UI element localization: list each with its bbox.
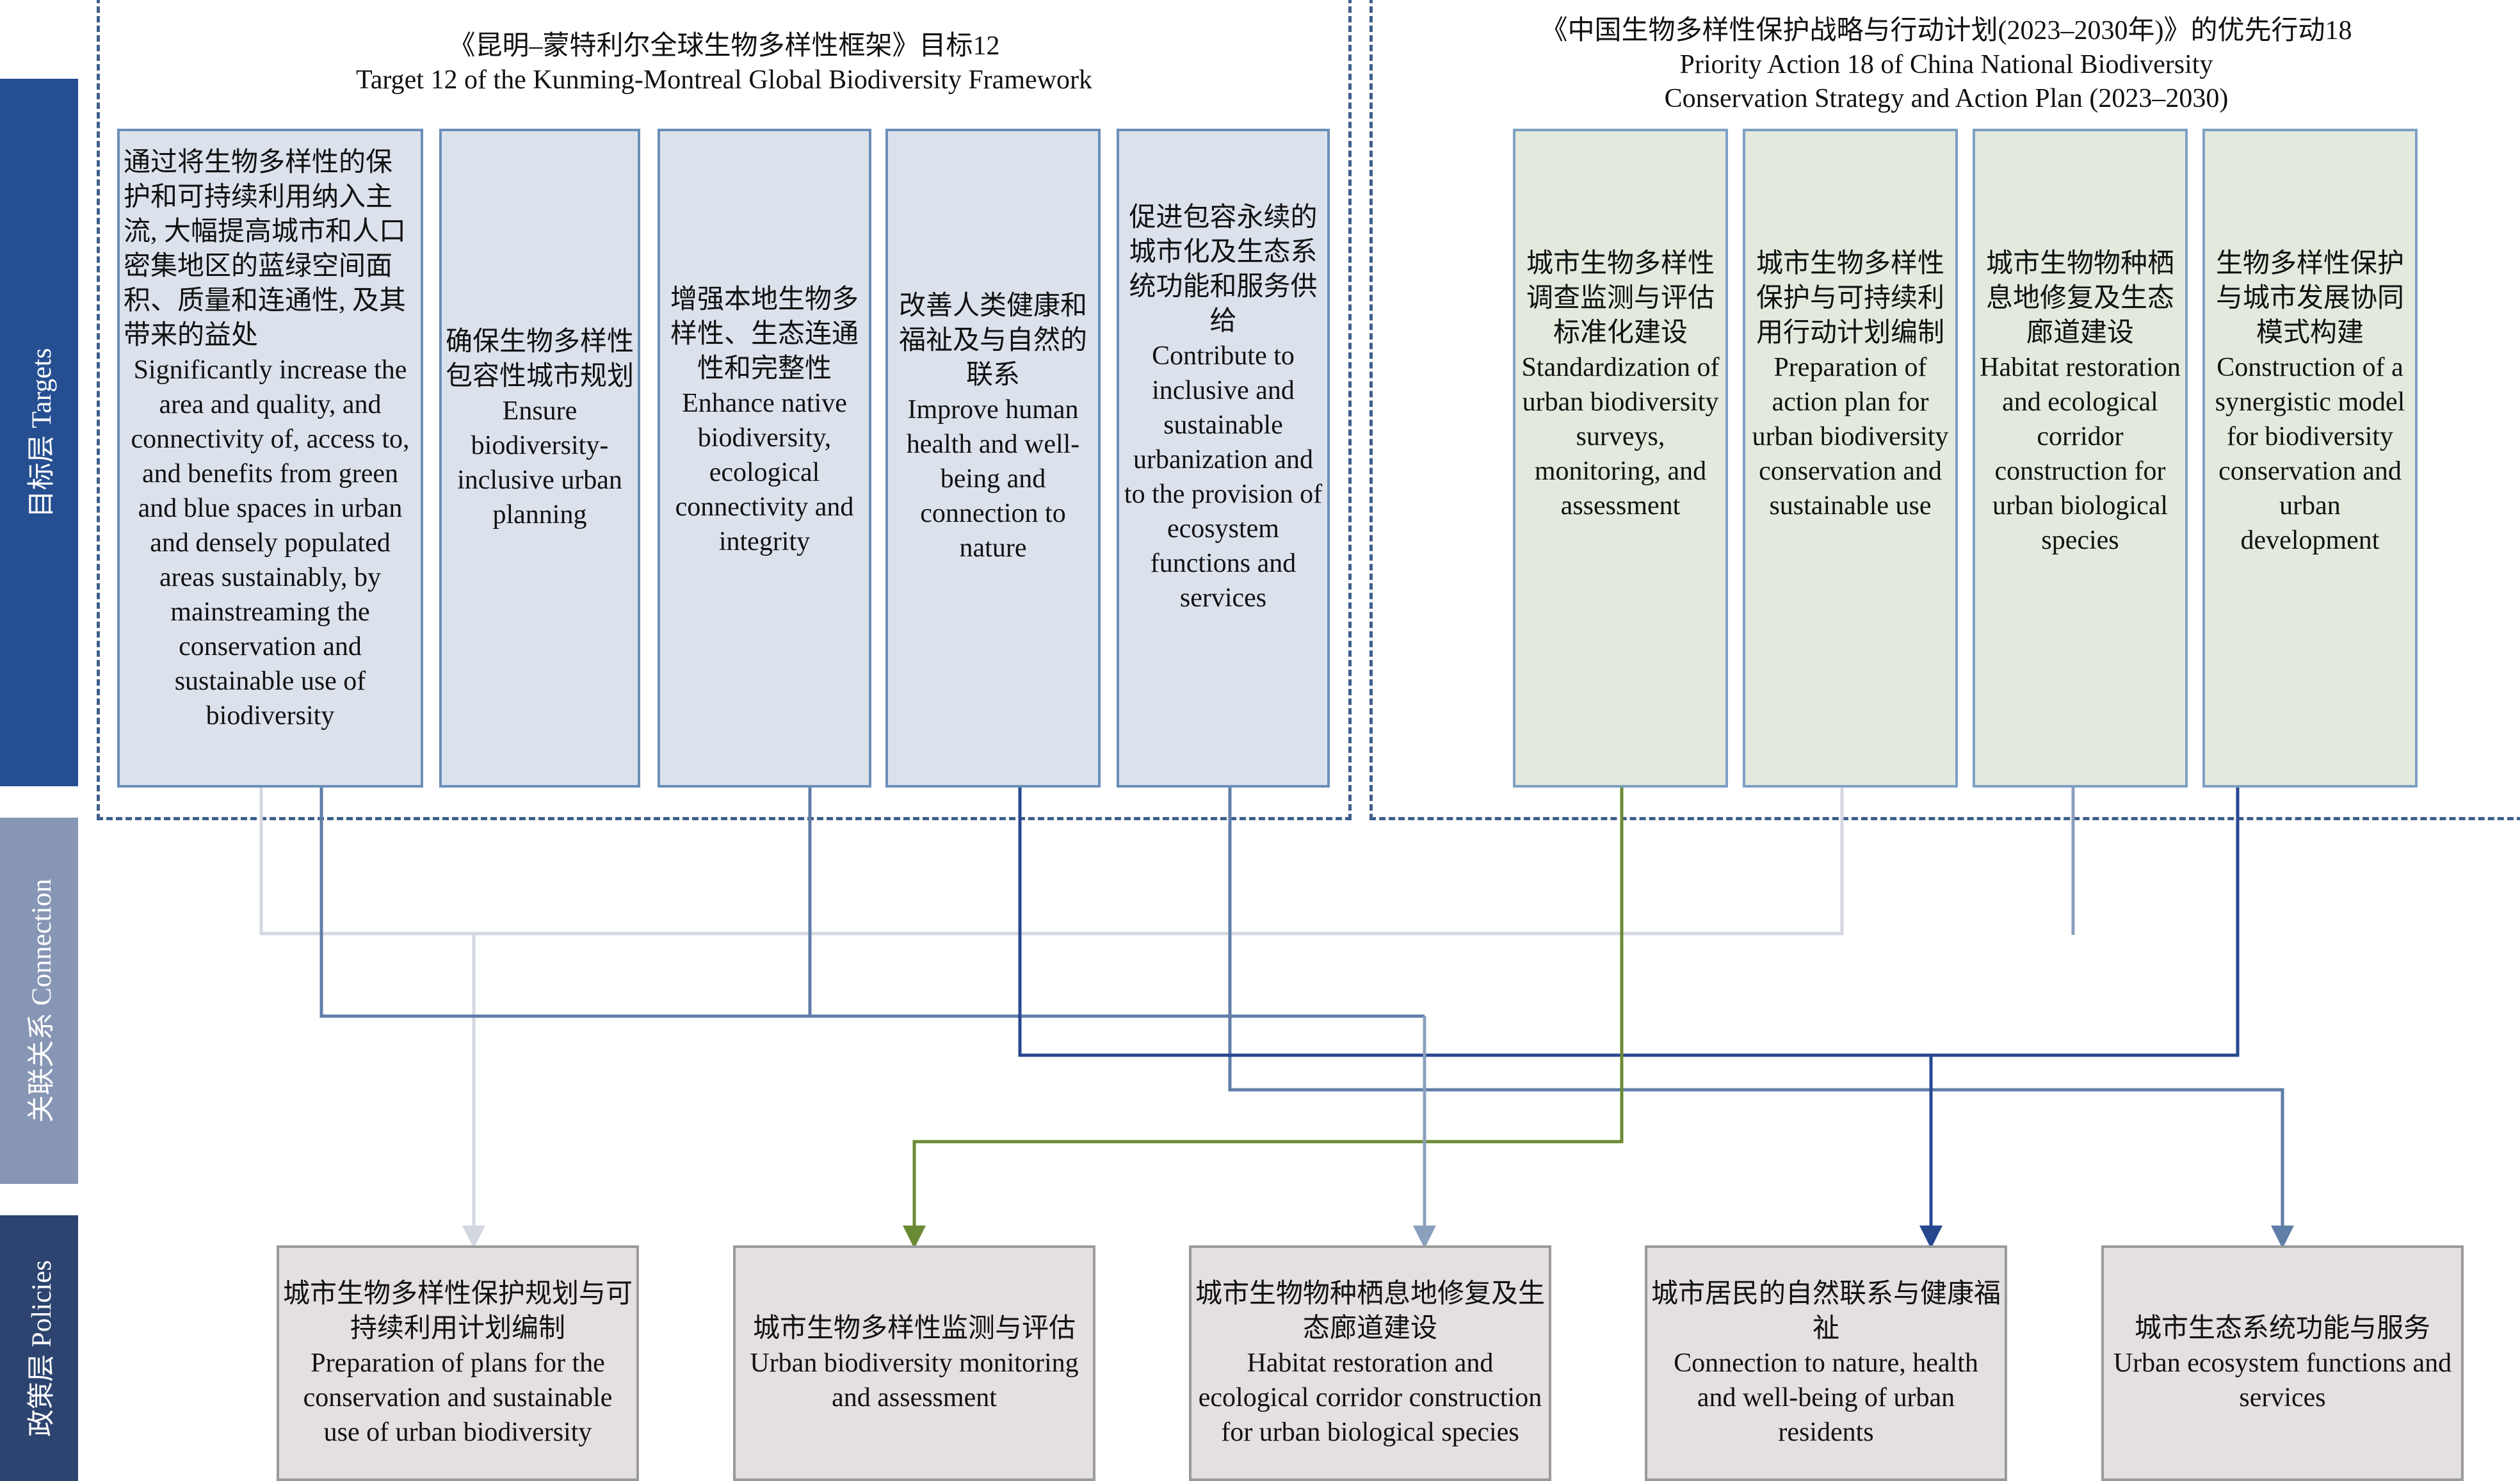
policy-1-en: Preparation of plans for the conservatio… xyxy=(303,1348,613,1447)
gbf-target-2-cn: 确保生物多样性包容性城市规划 xyxy=(446,327,634,391)
gbf-title-en: Target 12 of the Kunming-Montreal Global… xyxy=(356,65,1092,95)
gbf-target-5-en: Contribute to inclusive and sustainable … xyxy=(1124,341,1323,613)
nbsap-title-en-line2: Conservation Strategy and Action Plan (2… xyxy=(1664,84,2229,113)
nbsap-heading: 《中国生物多样性保护战略与行动计划(2023–2030年)》的优先行动18 Pr… xyxy=(1377,14,2516,116)
nbsap-action-3-en: Habitat restoration and ecological corri… xyxy=(1980,353,2181,555)
nbsap-action-1-cn: 城市生物多样性调查监测与评估标准化建设 xyxy=(1526,249,1715,348)
policy-box-3: 城市生物物种栖息地修复及生态廊道建设 Habitat restoration a… xyxy=(1189,1245,1551,1481)
arrowhead-grey-blue-p3 xyxy=(1413,1226,1436,1249)
policy-box-5: 城市生态系统功能与服务 Urban ecosystem functions an… xyxy=(2101,1245,2464,1481)
gbf-target-3-en: Enhance native biodiversity, ecological … xyxy=(675,389,854,556)
policy-2-en: Urban biodiversity monitoring and assess… xyxy=(750,1348,1079,1412)
policy-5-cn: 城市生态系统功能与服务 xyxy=(2134,1314,2430,1343)
gbf-target-3-cn: 增强本地生物多样性、生态连通性和完整性 xyxy=(670,285,859,384)
side-label-targets: 目标层 Targets xyxy=(0,79,78,786)
nbsap-title-en-line1: Priority Action 18 of China National Bio… xyxy=(1679,50,2213,79)
connection-line-navy xyxy=(1018,786,2240,1057)
policy-box-2: 城市生物多样性监测与评估 Urban biodiversity monitori… xyxy=(733,1245,1095,1481)
policy-4-cn: 城市居民的自然联系与健康福祉 xyxy=(1651,1279,2001,1343)
arrowhead-steel-p5 xyxy=(2271,1226,2294,1249)
nbsap-action-group xyxy=(1369,0,2520,820)
gbf-target-box-3: 增强本地生物多样性、生态连通性和完整性 Enhance native biodi… xyxy=(658,129,871,788)
connection-line-light xyxy=(259,786,1844,935)
nbsap-action-4-en: Construction of a synergistic model for … xyxy=(2215,353,2405,555)
gbf-target-5-cn: 促进包容永续的城市化及生态系统功能和服务供给 xyxy=(1129,203,1318,336)
gbf-target-1-en: Significantly increase the area and qual… xyxy=(131,355,410,731)
gbf-target-box-1: 通过将生物多样性的保护和可持续利用纳入主流, 大幅提高城市和人口密集地区的蓝绿空… xyxy=(117,129,423,788)
nbsap-action-2-en: Preparation of action plan for urban bio… xyxy=(1752,353,1949,521)
nbsap-title-cn: 《中国生物多样性保护战略与行动计划(2023–2030年)》的优先行动18 xyxy=(1540,16,2352,45)
nbsap-action-3-cn: 城市生物物种栖息地修复及生态廊道建设 xyxy=(1985,249,2174,348)
gbf-heading: 《昆明–蒙特利尔全球生物多样性框架》目标12 Target 12 of the … xyxy=(102,29,1346,97)
nbsap-action-box-4: 生物多样性保护与城市发展协同模式构建 Construction of a syn… xyxy=(2202,129,2418,788)
gbf-target-1-cn: 通过将生物多样性的保护和可持续利用纳入主流, 大幅提高城市和人口密集地区的蓝绿空… xyxy=(124,148,407,350)
side-label-policies: 政策层 Policies xyxy=(0,1215,78,1481)
arrowhead-green-p2 xyxy=(903,1226,926,1249)
arrowhead-navy-p4 xyxy=(1919,1226,1942,1249)
policy-1-cn: 城市生物多样性保护规划与可持续利用计划编制 xyxy=(283,1279,633,1343)
policy-box-1: 城市生物多样性保护规划与可持续利用计划编制 Preparation of pla… xyxy=(277,1245,639,1481)
gbf-target-box-4: 改善人类健康和福祉及与自然的联系 Improve human health an… xyxy=(885,129,1101,788)
policy-5-en: Urban ecosystem functions and services xyxy=(2113,1348,2452,1412)
nbsap-action-box-3: 城市生物物种栖息地修复及生态廊道建设 Habitat restoration a… xyxy=(1973,129,2188,788)
arrowhead-light xyxy=(462,1226,485,1249)
policy-2-cn: 城市生物多样性监测与评估 xyxy=(752,1314,1076,1343)
gbf-target-box-2: 确保生物多样性包容性城市规划 Ensure biodiversity-inclu… xyxy=(439,129,640,788)
nbsap-action-box-2: 城市生物多样性保护与可持续利用行动计划编制 Preparation of act… xyxy=(1743,129,1958,788)
nbsap-action-4-cn: 生物多样性保护与城市发展协同模式构建 xyxy=(2215,249,2404,348)
gbf-title-cn: 《昆明–蒙特利尔全球生物多样性框架》目标12 xyxy=(448,31,1000,61)
connection-line-steel xyxy=(319,786,1425,1018)
policy-box-4: 城市居民的自然联系与健康福祉 Connection to nature, hea… xyxy=(1645,1245,2007,1481)
nbsap-action-1-en: Standardization of urban biodiversity su… xyxy=(1521,353,1720,521)
connection-line-steel-b5 xyxy=(1228,786,2284,1228)
nbsap-action-box-1: 城市生物多样性调查监测与评估标准化建设 Standardization of u… xyxy=(1513,129,1728,788)
policy-4-en: Connection to nature, health and well-be… xyxy=(1674,1348,1978,1447)
nbsap-action-2-cn: 城市生物多样性保护与可持续利用行动计划编制 xyxy=(1756,249,1944,348)
gbf-target-4-cn: 改善人类健康和福祉及与自然的联系 xyxy=(898,291,1087,390)
gbf-target-4-en: Improve human health and well-being and … xyxy=(906,395,1080,563)
gbf-target-group xyxy=(97,0,1352,820)
side-label-connection: 关联关系 Connection xyxy=(0,818,78,1184)
policy-3-cn: 城市生物物种栖息地修复及生态廊道建设 xyxy=(1195,1279,1546,1343)
gbf-target-2-en: Ensure biodiversity-inclusive urban plan… xyxy=(457,396,622,530)
policy-3-en: Habitat restoration and ecological corri… xyxy=(1198,1348,1542,1447)
connection-line-green xyxy=(912,786,1624,1228)
gbf-target-box-5: 促进包容永续的城市化及生态系统功能和服务供给 Contribute to inc… xyxy=(1117,129,1330,788)
